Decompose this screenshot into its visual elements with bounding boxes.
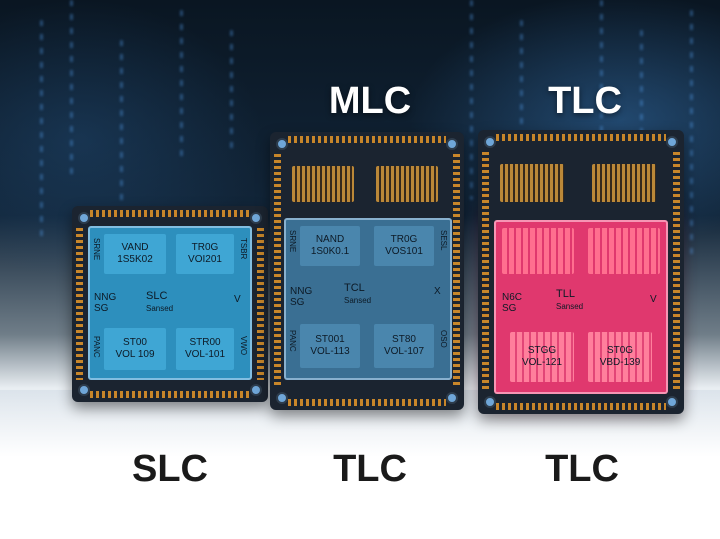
mlc-mid-center: TCL bbox=[344, 282, 365, 294]
mlc-side-right-bot: OSO bbox=[439, 330, 448, 348]
tlc-block-2 bbox=[588, 228, 660, 274]
mlc-mid-left: NNG SG bbox=[290, 286, 313, 308]
mlc-cache-left bbox=[292, 166, 354, 202]
slc-mid-center: SLC bbox=[146, 290, 168, 302]
label-tlc-top: TLC bbox=[548, 80, 622, 122]
slc-mid-left: NNG SG bbox=[94, 292, 117, 314]
label-tlc-bottom-mid: TLC bbox=[333, 448, 407, 490]
mlc-mid-right: X bbox=[434, 286, 441, 297]
tlc-block-1 bbox=[502, 228, 574, 274]
mlc-side-left-bot: PANC bbox=[288, 330, 297, 352]
tlc-mid-right: V bbox=[650, 294, 657, 305]
tlc-mid-sub: Sansed bbox=[556, 302, 584, 311]
label-slc-bottom: SLC bbox=[132, 448, 208, 490]
mlc-side-left-top: SRNE bbox=[288, 230, 297, 253]
tlc-cache-right bbox=[592, 164, 656, 202]
slc-side-right-bot: VWO bbox=[239, 336, 248, 356]
slc-mid-sub: Sansed bbox=[146, 304, 174, 313]
tlc-cache-left bbox=[500, 164, 564, 202]
tlc-mid-center: TLL bbox=[556, 288, 575, 300]
reflective-floor bbox=[0, 390, 720, 539]
mlc-mid-sub: Sansed bbox=[344, 296, 372, 305]
slc-mid-right: V bbox=[234, 294, 241, 305]
slc-side-right-top: TSBR bbox=[239, 238, 248, 260]
tlc-mid-left: N6C SG bbox=[502, 292, 523, 314]
mlc-side-right-top: SESL bbox=[439, 230, 448, 251]
slc-side-left-top: SRNE bbox=[92, 238, 101, 261]
label-tlc-bottom-right: TLC bbox=[545, 448, 619, 490]
slc-side-left-bot: PANC bbox=[92, 336, 101, 358]
label-mlc-top: MLC bbox=[328, 80, 412, 122]
mlc-cache-right bbox=[376, 166, 438, 202]
